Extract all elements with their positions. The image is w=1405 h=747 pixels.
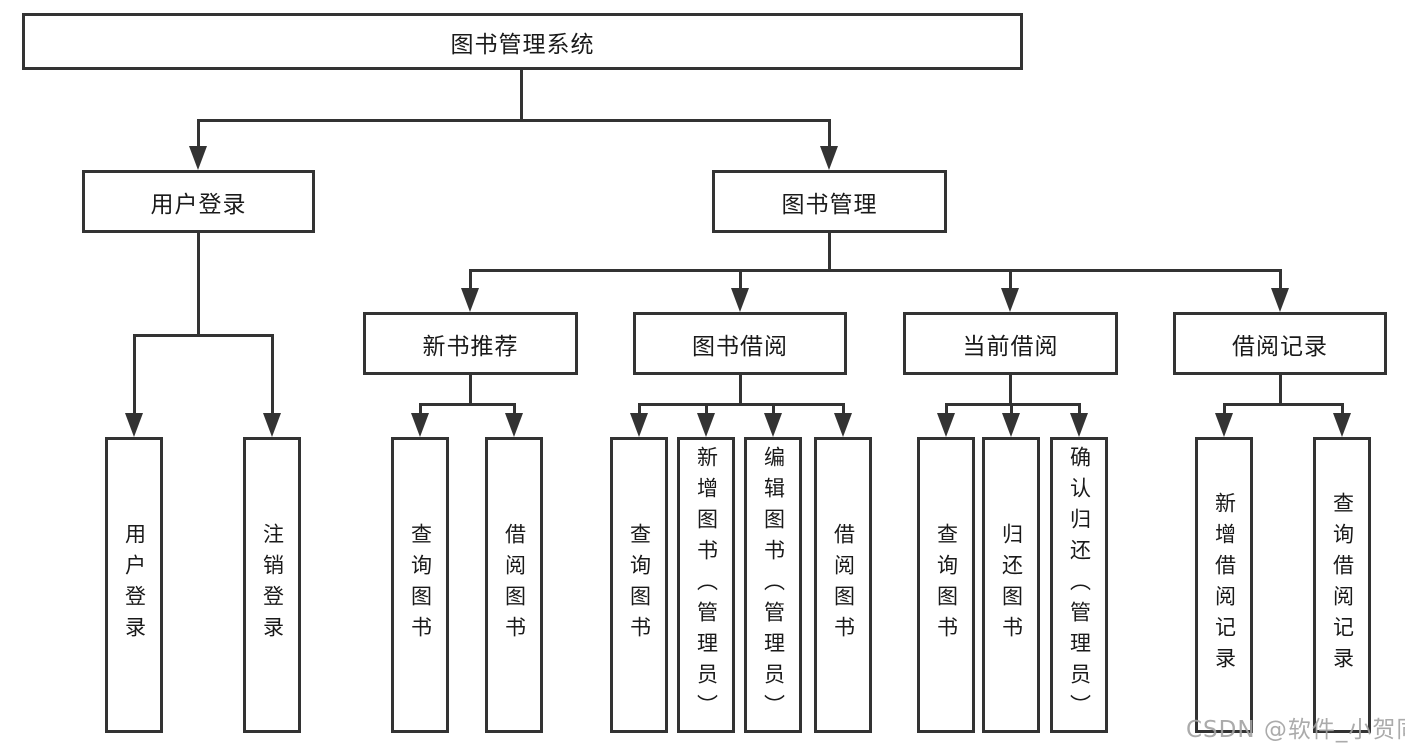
connector-vline xyxy=(842,403,845,416)
leaf-add-books-admin: 新增图书（管理员） xyxy=(677,437,735,733)
arrowhead-icon xyxy=(697,413,715,437)
arrowhead-icon xyxy=(731,288,749,312)
leaf-edit-books-admin: 编辑图书（管理员） xyxy=(744,437,802,733)
leaf-query-books-borrow: 查询图书 xyxy=(610,437,668,733)
connector-vline xyxy=(705,403,708,416)
connector-vline xyxy=(469,269,472,291)
connector-vline xyxy=(1009,269,1012,291)
connector-vline xyxy=(1009,375,1012,406)
connector-vline xyxy=(133,334,136,416)
arrowhead-icon xyxy=(505,413,523,437)
csdn-watermark: CSDN @软件_小贺同学 xyxy=(1186,717,1405,743)
leaf-logout: 注销登录 xyxy=(243,437,301,733)
arrowhead-icon xyxy=(1215,413,1233,437)
connector-vline xyxy=(469,375,472,406)
connector-vline xyxy=(945,403,948,416)
connector-hline xyxy=(1223,403,1344,406)
connector-vline xyxy=(271,334,274,416)
connector-vline xyxy=(520,67,523,120)
connector-vline xyxy=(1010,403,1013,416)
arrowhead-icon xyxy=(630,413,648,437)
arrowhead-icon xyxy=(1002,413,1020,437)
leaf-add-borrow-record: 新增借阅记录 xyxy=(1195,437,1253,733)
connector-hline xyxy=(469,269,1281,272)
connector-vline xyxy=(1279,375,1282,406)
arrowhead-icon xyxy=(1271,288,1289,312)
leaf-borrow-books: 借阅图书 xyxy=(814,437,872,733)
arrowhead-icon xyxy=(1001,288,1019,312)
connector-vline xyxy=(772,403,775,416)
arrowhead-icon xyxy=(263,413,281,437)
leaf-query-borrow-record: 查询借阅记录 xyxy=(1313,437,1371,733)
leaf-confirm-return-admin: 确认归还（管理员） xyxy=(1050,437,1108,733)
connector-vline xyxy=(739,269,742,291)
leaf-query-books-current: 查询图书 xyxy=(917,437,975,733)
arrowhead-icon xyxy=(125,413,143,437)
arrowhead-icon xyxy=(461,288,479,312)
arrowhead-icon xyxy=(1070,413,1088,437)
leaf-return-books: 归还图书 xyxy=(982,437,1040,733)
leaf-query-books-recommend: 查询图书 xyxy=(391,437,449,733)
arrowhead-icon xyxy=(820,146,838,170)
connector-hline xyxy=(419,403,516,406)
node-root: 图书管理系统 xyxy=(22,13,1023,70)
node-new-book-recommendation: 新书推荐 xyxy=(363,312,578,375)
connector-vline xyxy=(828,233,831,272)
connector-vline xyxy=(1223,403,1226,416)
node-current-borrowing: 当前借阅 xyxy=(903,312,1118,375)
connector-vline xyxy=(197,119,200,149)
connector-hline xyxy=(945,403,1081,406)
connector-vline xyxy=(828,119,831,149)
connector-hline xyxy=(197,119,831,122)
node-book-borrowing: 图书借阅 xyxy=(633,312,847,375)
connector-vline xyxy=(1341,403,1344,416)
arrowhead-icon xyxy=(764,413,782,437)
connector-vline xyxy=(419,403,422,416)
arrowhead-icon xyxy=(1333,413,1351,437)
connector-vline xyxy=(513,403,516,416)
connector-vline xyxy=(1078,403,1081,416)
node-user-login: 用户登录 xyxy=(82,170,315,233)
leaf-borrow-books-recommend: 借阅图书 xyxy=(485,437,543,733)
leaf-user-login: 用户登录 xyxy=(105,437,163,733)
arrowhead-icon xyxy=(411,413,429,437)
arrowhead-icon xyxy=(937,413,955,437)
arrowhead-icon xyxy=(189,146,207,170)
connector-vline xyxy=(638,403,641,416)
connector-hline xyxy=(638,403,845,406)
connector-vline xyxy=(197,233,200,337)
connector-hline xyxy=(133,334,274,337)
node-borrowing-records: 借阅记录 xyxy=(1173,312,1387,375)
node-book-management: 图书管理 xyxy=(712,170,947,233)
connector-vline xyxy=(739,375,742,406)
arrowhead-icon xyxy=(834,413,852,437)
connector-vline xyxy=(1279,269,1282,291)
